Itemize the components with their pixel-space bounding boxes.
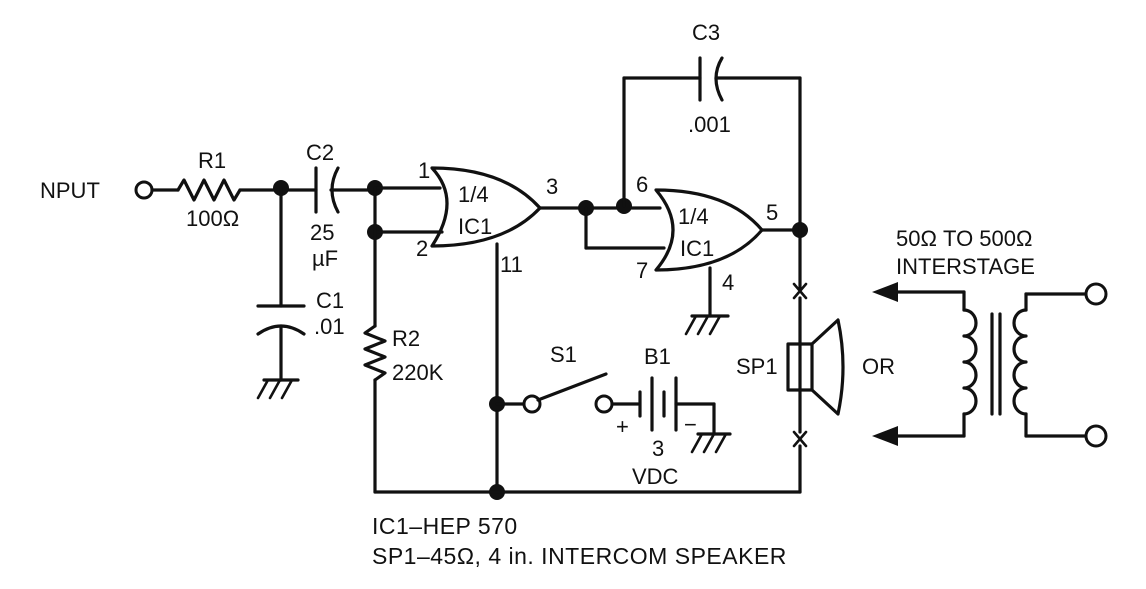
- b1-plus: +: [616, 414, 629, 439]
- s1-ref: S1: [550, 342, 577, 367]
- r2-resistor: [363, 324, 387, 382]
- r1-resistor: [176, 178, 242, 202]
- gate2-pin-out: 5: [766, 200, 778, 225]
- gate2-or-gate: [654, 188, 764, 272]
- c2-value-line1: 25: [310, 220, 334, 245]
- note-sp1: SP1–45Ω, 4 in. INTERCOM SPEAKER: [372, 543, 787, 569]
- gate2-pin-in-a: 6: [636, 172, 648, 197]
- b1-voltage-line1: 3: [652, 436, 664, 461]
- b1-ref: B1: [644, 344, 671, 369]
- c2-value-line2: µF: [312, 246, 338, 271]
- arrow-top-icon: [872, 282, 898, 302]
- arrow-bottom-icon: [872, 426, 898, 446]
- gate1-pin-out: 3: [546, 174, 558, 199]
- r1-value: 100Ω: [186, 206, 239, 231]
- gate1-pin-in-b: 2: [416, 236, 428, 261]
- transformer-primary-coil: [962, 308, 978, 416]
- c2-ref: C2: [306, 140, 334, 165]
- s1-contact-left: [522, 394, 542, 414]
- note-ic1: IC1–HEP 570: [372, 513, 518, 539]
- gate1-label-line1: 1/4: [458, 182, 489, 207]
- b1-voltage-line2: VDC: [632, 464, 679, 489]
- transformer-label-line1: 50Ω TO 500Ω: [896, 226, 1032, 251]
- sp1-speaker-body: [786, 342, 814, 392]
- gate2-label-line2: IC1: [680, 236, 714, 261]
- c1-ground-icon: [256, 378, 294, 400]
- gate1-pin-in-a: 1: [418, 158, 430, 183]
- sp1-speaker-cone: [810, 318, 845, 416]
- input-terminal: [134, 180, 154, 200]
- gate1-pin-supply: 11: [500, 252, 523, 277]
- c3-ref: C3: [692, 20, 720, 45]
- gate2-pin-gnd: 4: [722, 270, 734, 295]
- secondary-terminal-top: [1084, 282, 1108, 306]
- transformer-label-line2: INTERSTAGE: [896, 254, 1035, 279]
- secondary-terminal-bottom: [1084, 424, 1108, 448]
- r1-ref: R1: [198, 148, 226, 173]
- sp1-terminal-top-icon: [792, 282, 808, 300]
- transformer-secondary-coil: [1012, 308, 1028, 416]
- b1-ground-icon: [690, 432, 728, 454]
- b1-minus: −: [684, 412, 697, 437]
- sp1-terminal-bottom-icon: [792, 430, 808, 448]
- sp1-ref: SP1: [736, 354, 778, 379]
- input-label: NPUT: [40, 178, 100, 203]
- r2-ref: R2: [392, 326, 420, 351]
- gate1-label-line2: IC1: [458, 214, 492, 239]
- s1-switch-lever: [536, 372, 608, 402]
- gate2-ground-icon: [684, 314, 722, 336]
- or-label: OR: [862, 354, 895, 379]
- gate2-label-line1: 1/4: [678, 204, 709, 229]
- gate2-pin-in-b: 7: [636, 258, 648, 283]
- r2-value: 220K: [392, 360, 444, 385]
- c1-ref: C1: [316, 288, 344, 313]
- c1-value: .01: [314, 314, 345, 339]
- c3-value: .001: [688, 112, 731, 137]
- gate1-or-gate: [430, 166, 542, 248]
- s1-contact-right: [594, 394, 614, 414]
